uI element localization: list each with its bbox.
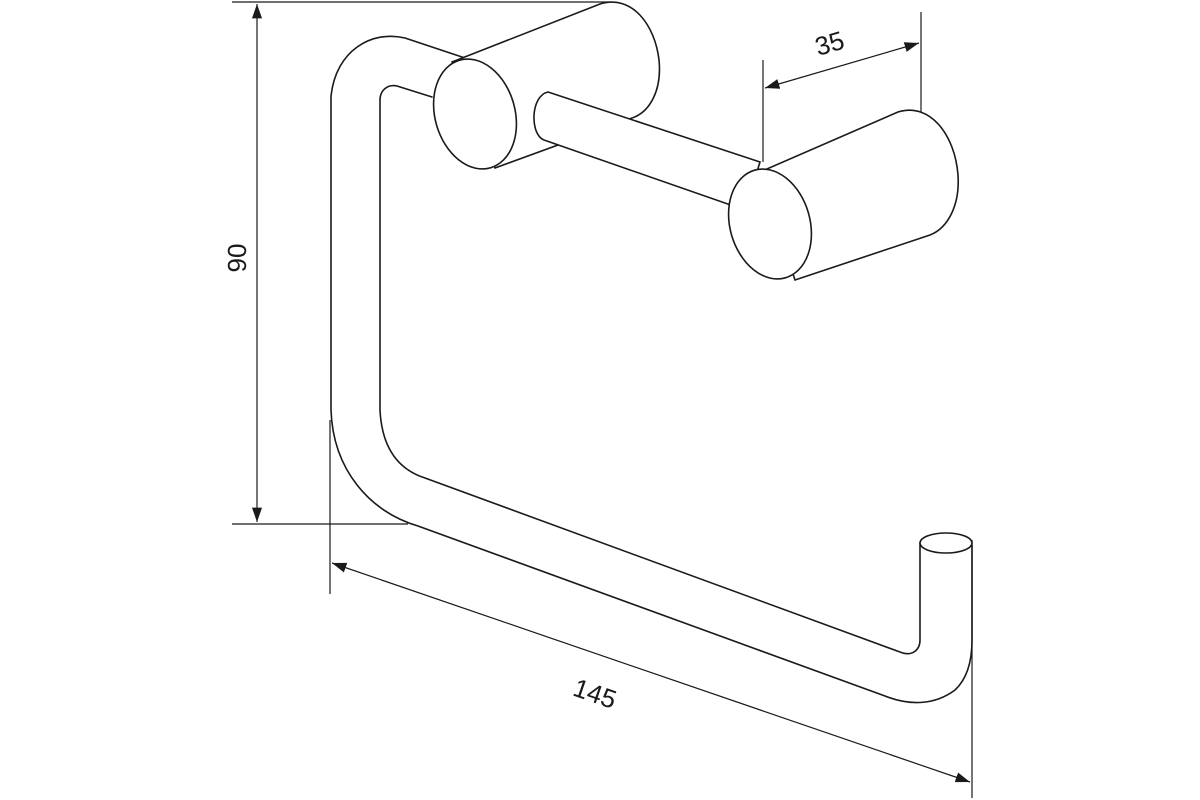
holder-arm	[330, 35, 973, 704]
arm-outer-contour	[330, 35, 973, 704]
height-dimension: 90	[222, 1, 610, 525]
connecting-rod	[533, 91, 761, 212]
width-dimension-line	[331, 562, 971, 783]
right-mount-face	[727, 168, 813, 280]
depth-label: 35	[811, 25, 847, 62]
arm-tip-cap	[919, 532, 973, 554]
depth-dimension-line	[764, 42, 920, 89]
left-mount-face	[432, 58, 518, 170]
right-wall-mount	[727, 109, 959, 282]
height-label: 90	[222, 244, 252, 273]
arm-inner-contour	[379, 84, 921, 655]
width-dimension: 145	[329, 420, 973, 798]
rod-body	[533, 91, 761, 212]
width-label: 145	[570, 672, 621, 714]
